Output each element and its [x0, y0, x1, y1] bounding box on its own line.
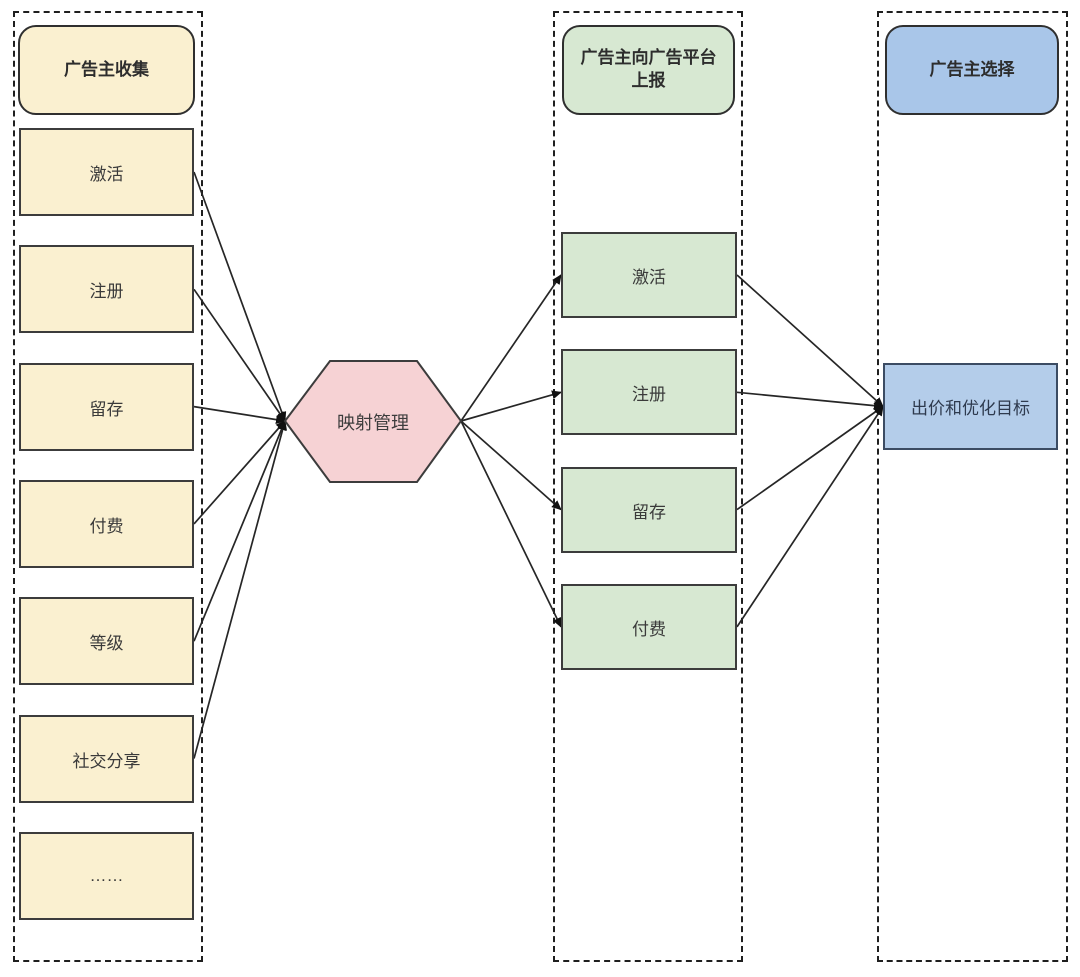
lane-advertiser-report — [553, 11, 743, 962]
flow-node-lane1-0: 激活 — [561, 232, 737, 318]
flow-node-lane2-0: 出价和优化目标 — [883, 363, 1058, 450]
edge-hex-to-l1i0 — [460, 274, 562, 422]
flow-node-lane1-2: 留存 — [561, 467, 737, 553]
lane-header-collect: 广告主收集 — [18, 25, 195, 115]
flow-node-lane0-1: 注册 — [19, 245, 194, 333]
edge-l1i2-to-l2i0 — [736, 405, 884, 511]
edge-hex-to-l1i1 — [460, 390, 562, 422]
flow-node-lane1-3: 付费 — [561, 584, 737, 670]
edge-l1i1-to-l2i0 — [736, 391, 884, 411]
edge-l0i2-to-hex — [193, 405, 286, 425]
edge-l0i1-to-hex — [193, 288, 286, 422]
edge-hex-to-l1i2 — [460, 420, 562, 511]
lane-header-select: 广告主选择 — [885, 25, 1059, 115]
edge-l0i5-to-hex — [193, 420, 288, 759]
edges-group — [193, 171, 884, 759]
flow-node-lane0-3: 付费 — [19, 480, 194, 568]
edge-l0i3-to-hex — [193, 420, 286, 525]
edge-hex-to-l1i3 — [460, 420, 562, 628]
lane-advertiser-collect — [13, 11, 203, 962]
edge-l0i0-to-hex — [193, 171, 287, 422]
hexagon-shape — [283, 360, 463, 483]
flow-node-lane0-6: …… — [19, 832, 194, 920]
flow-node-lane0-2: 留存 — [19, 363, 194, 451]
flow-node-lane0-0: 激活 — [19, 128, 194, 216]
edge-l0i4-to-hex — [193, 420, 286, 642]
lane-advertiser-select — [877, 11, 1068, 962]
flow-node-lane0-5: 社交分享 — [19, 715, 194, 803]
lane-header-report: 广告主向广告平台上报 — [562, 25, 735, 115]
flow-node-lane0-4: 等级 — [19, 597, 194, 685]
edge-l1i0-to-l2i0 — [736, 274, 884, 408]
flow-node-lane1-1: 注册 — [561, 349, 737, 435]
edge-l1i3-to-l2i0 — [736, 405, 884, 628]
